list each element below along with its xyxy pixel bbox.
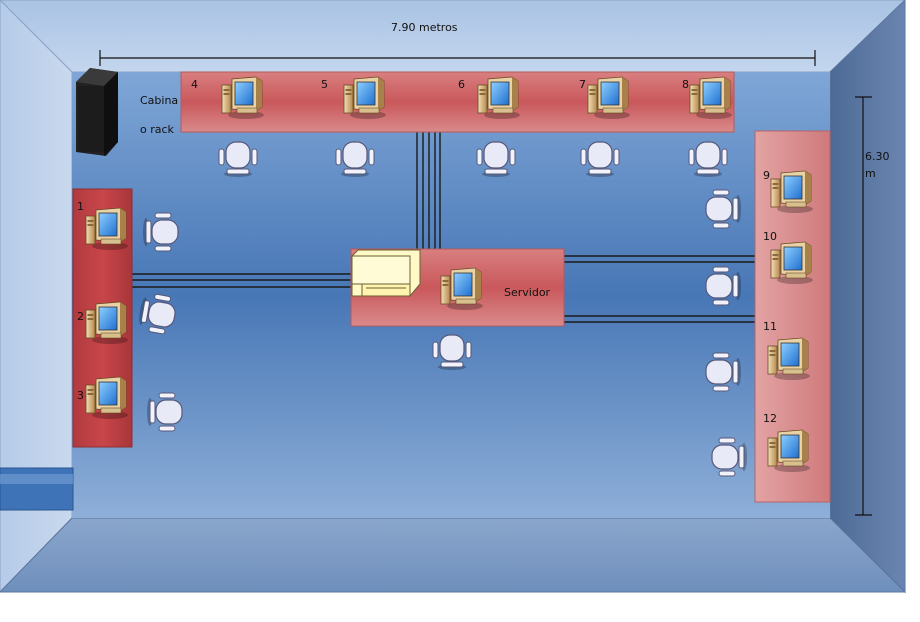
height-dimension-unit: m	[865, 167, 876, 180]
rack-label: Cabina	[140, 94, 179, 107]
rack-label-sub: o rack	[140, 123, 174, 136]
station-number: 7	[579, 78, 586, 91]
station-number: 12	[763, 412, 777, 425]
station-number: 5	[321, 78, 328, 91]
wall-top	[0, 0, 906, 73]
width-dimension-line	[99, 50, 816, 66]
station-number: 1	[77, 200, 84, 213]
station-number: 3	[77, 389, 84, 402]
width-dimension-label: 7.90 metros	[391, 21, 458, 34]
rack-cabinet-icon	[76, 68, 118, 156]
station-number: 4	[191, 78, 198, 91]
height-dimension-line	[855, 96, 872, 516]
server-label: Servidor	[504, 286, 551, 299]
desk-top	[180, 71, 735, 133]
printer-icon	[351, 249, 421, 297]
height-dimension-label: 6.30	[865, 150, 890, 163]
wall-right	[829, 0, 906, 594]
wall-bottom	[0, 517, 907, 593]
station-number: 6	[458, 78, 465, 91]
station-number: 2	[77, 310, 84, 323]
station-number: 10	[763, 230, 777, 243]
network-cables	[132, 132, 755, 323]
station-number: 11	[763, 320, 777, 333]
station-number: 9	[763, 169, 770, 182]
station-number: 8	[682, 78, 689, 91]
